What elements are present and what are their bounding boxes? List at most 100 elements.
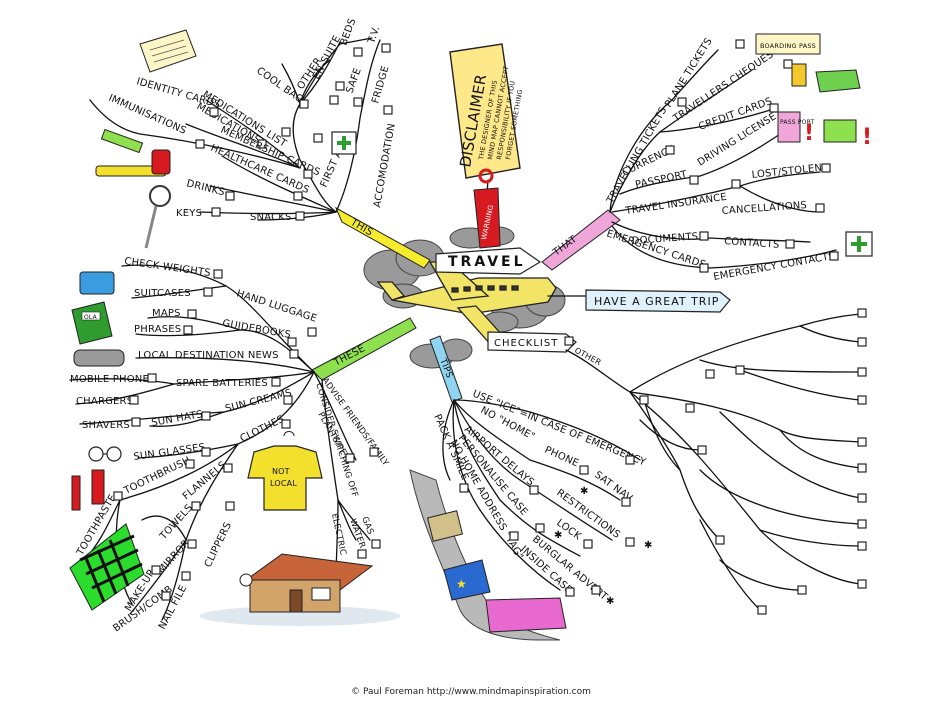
checkbox-make-up[interactable] — [151, 565, 161, 575]
checkbox-clippers[interactable] — [225, 501, 235, 511]
svg-text:✱: ✱ — [554, 530, 563, 541]
checkbox-other-13[interactable] — [715, 535, 725, 545]
checkbox-burglar-advert[interactable] — [591, 585, 601, 595]
checkbox-emergency-contacts[interactable] — [829, 251, 839, 261]
checkbox-phrases[interactable] — [183, 325, 193, 335]
checkbox-currency[interactable] — [665, 145, 675, 155]
checkbox-other-12[interactable] — [757, 605, 767, 615]
checklist-banner — [487, 331, 577, 353]
checkbox-sun-hats[interactable] — [201, 411, 211, 421]
checkbox-no-home-address[interactable] — [509, 531, 519, 541]
checkbox-plants-pets[interactable] — [345, 453, 355, 463]
checkbox-beds[interactable] — [353, 47, 363, 57]
checkbox-other-11[interactable] — [797, 585, 807, 595]
checkbox-use-ice[interactable] — [625, 455, 635, 465]
checkbox-restrictions[interactable] — [625, 537, 635, 547]
checkbox-local-destination-news[interactable] — [289, 349, 299, 359]
checkbox-other-3[interactable] — [857, 367, 867, 377]
checkbox-brush-comb[interactable] — [161, 591, 171, 601]
checkbox-water[interactable] — [357, 549, 367, 559]
checkbox-flannels[interactable] — [223, 463, 233, 473]
checkbox-mirror[interactable] — [187, 539, 197, 549]
checkbox-towels[interactable] — [191, 501, 201, 511]
checkbox-keys[interactable] — [211, 207, 221, 217]
checkbox-maps[interactable] — [187, 309, 197, 319]
checkbox-other-accommodation[interactable] — [329, 95, 339, 105]
checkbox-plane-tickets[interactable] — [735, 39, 745, 49]
checkbox-passport[interactable] — [689, 175, 699, 185]
checkbox-travelling-tickets[interactable] — [677, 97, 687, 107]
checkbox-pack-a-smile[interactable] — [459, 483, 469, 493]
item-suitcases: SUITCASES — [134, 288, 191, 299]
checkbox-check-weights[interactable] — [213, 269, 223, 279]
checkbox-emergency-cards[interactable] — [699, 263, 709, 273]
branch-tips-ribbon — [429, 335, 463, 403]
branch-this-ribbon — [334, 206, 431, 269]
checkbox-toothpaste[interactable] — [113, 491, 123, 501]
checkbox-other-16[interactable] — [685, 403, 695, 413]
checkbox-medications-list[interactable] — [281, 127, 291, 137]
checkbox-suitcases[interactable] — [203, 287, 213, 297]
checkbox-sun-creams[interactable] — [283, 395, 293, 405]
checkbox-medications[interactable] — [257, 139, 267, 149]
checkbox-other-18[interactable] — [735, 365, 745, 375]
item-contacts: CONTACTS — [724, 236, 780, 251]
checkbox-clothes[interactable] — [281, 419, 291, 429]
checkbox-other-9[interactable] — [857, 541, 867, 551]
checkbox-other-14[interactable] — [697, 445, 707, 455]
checkbox-spare-batteries[interactable] — [271, 377, 281, 387]
checkbox-other-6[interactable] — [857, 463, 867, 473]
checkbox-chargers[interactable] — [129, 395, 139, 405]
checkbox-other-17[interactable] — [705, 369, 715, 379]
tshirt-icon: NOT LOCAL — [247, 431, 323, 511]
checkbox-travel-insurance[interactable] — [731, 179, 741, 189]
checkbox-hand-luggage[interactable] — [307, 327, 317, 337]
item-mirror: MIRROR — [156, 538, 192, 576]
checkbox-toothbrush[interactable] — [185, 459, 195, 469]
checkbox-lock[interactable] — [583, 539, 593, 549]
checkbox-cool-bag[interactable] — [299, 99, 309, 109]
checkbox-phone[interactable] — [579, 465, 589, 475]
checkbox-shavers[interactable] — [131, 417, 141, 427]
checkbox-inside-case[interactable] — [565, 587, 575, 597]
item-lost-stolen: LOST/STOLEN — [751, 163, 823, 181]
checkbox-personalise-case[interactable] — [535, 523, 545, 533]
checkbox-mobile-phone[interactable] — [147, 373, 157, 383]
checkbox-cancellations[interactable] — [815, 203, 825, 213]
checkbox-gas[interactable] — [371, 539, 381, 549]
checkbox-healthcare-cards[interactable] — [293, 191, 303, 201]
checkbox-other-1[interactable] — [857, 308, 867, 318]
checkbox-travellers-cheques[interactable] — [783, 59, 793, 69]
checkbox-nail-file[interactable] — [181, 571, 191, 581]
checkbox-sat-nav[interactable] — [621, 497, 631, 507]
checkbox-other-8[interactable] — [857, 519, 867, 529]
checkbox-credit-cards[interactable] — [769, 103, 779, 113]
great-trip-label: HAVE A GREAT TRIP — [594, 295, 719, 308]
checkbox-lost-stolen[interactable] — [821, 163, 831, 173]
checkbox-drinks[interactable] — [225, 191, 235, 201]
svg-text:✱: ✱ — [606, 596, 615, 607]
checkbox-membership-cards[interactable] — [303, 169, 313, 179]
checkbox-ensuite[interactable] — [335, 81, 345, 91]
checkbox-other-15[interactable] — [639, 395, 649, 405]
checkbox-first-aid[interactable] — [313, 133, 323, 143]
checkbox-documents[interactable] — [699, 231, 709, 241]
checkbox-other-4[interactable] — [857, 395, 867, 405]
item-snacks: SNACKS — [250, 212, 292, 223]
checkbox-contacts[interactable] — [785, 239, 795, 249]
checkbox-other-7[interactable] — [857, 493, 867, 503]
branch-that-ribbon — [541, 209, 621, 271]
checkbox-fridge[interactable] — [383, 105, 393, 115]
checkbox-guidebooks[interactable] — [287, 337, 297, 347]
checkbox-other-5[interactable] — [857, 437, 867, 447]
checkbox-airport-delays[interactable] — [529, 485, 539, 495]
checkbox-other-10[interactable] — [857, 579, 867, 589]
checkbox-immunisations[interactable] — [195, 139, 205, 149]
checkbox-other-2[interactable] — [857, 337, 867, 347]
checkbox-identity-cards[interactable] — [209, 107, 219, 117]
checkbox-advise-friends[interactable] — [369, 447, 379, 457]
checkbox-sun-glasses[interactable] — [201, 447, 211, 457]
checkbox-tv[interactable] — [381, 43, 391, 53]
checkbox-snacks[interactable] — [295, 211, 305, 221]
checkbox-safe[interactable] — [353, 97, 363, 107]
